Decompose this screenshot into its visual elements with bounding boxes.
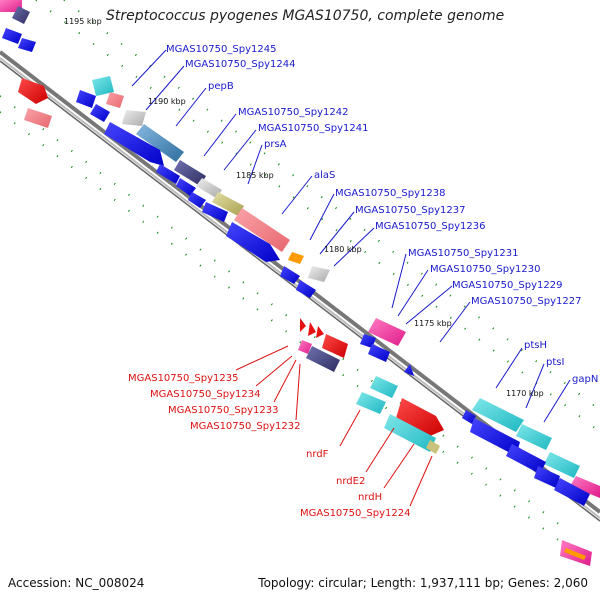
gene-arrow [24, 108, 52, 128]
length-label: Length: [370, 576, 417, 590]
gene-arrow [106, 92, 124, 108]
gene-label: nrdF [306, 449, 329, 460]
gene-label: MGAS10750_Spy1234 [150, 389, 260, 400]
gene-arrow [288, 252, 304, 264]
scale-tick-lines [0, 0, 600, 573]
gene-label: MGAS10750_Spy1227 [471, 296, 581, 307]
gene-label: ptsH [524, 340, 547, 351]
gene-label: MGAS10750_Spy1242 [238, 107, 348, 118]
gene-arrow [234, 208, 290, 252]
gene-arrow [298, 340, 312, 354]
gene-arrow [356, 392, 386, 414]
gene-arrow [322, 334, 348, 358]
gene-arrow [544, 452, 580, 478]
gene-label: MGAS10750_Spy1241 [258, 123, 368, 134]
gene-label: MGAS10750_Spy1232 [190, 421, 300, 432]
gene-arrow [18, 78, 48, 104]
tick-label: 1175 kbp [414, 319, 452, 328]
gene-label: MGAS10750_Spy1224 [300, 508, 410, 519]
gene-label: MGAS10750_Spy1238 [335, 188, 445, 199]
topology-label: Topology: [258, 576, 315, 590]
gene-arrow [426, 440, 440, 454]
forward-cds-row [2, 28, 590, 506]
gene-arrow [196, 178, 222, 198]
gene-arrow [92, 76, 114, 96]
gene-label: nrdH [358, 492, 382, 503]
label-leader-lines [131, 49, 571, 423]
tick-label: 1180 kbp [324, 245, 362, 254]
gene-label: gapN [572, 374, 598, 385]
gene-arrow [396, 398, 444, 436]
gene-arrow [308, 266, 330, 282]
accession-footer: Accession: NC_008024 [8, 576, 144, 590]
gene-label: MGAS10750_Spy1245 [166, 44, 276, 55]
gene-label: MGAS10750_Spy1237 [355, 205, 465, 216]
accession-value: NC_008024 [75, 576, 145, 590]
gene-arrow [472, 398, 524, 432]
gene-label: ptsI [546, 357, 564, 368]
gene-arrow [516, 424, 552, 450]
reverse-strand-genes [18, 78, 592, 566]
length-value: 1,937,111 bp [419, 576, 500, 590]
forward-gene-labels: MGAS10750_Spy1245 MGAS10750_Spy1244 pepB… [166, 44, 598, 385]
gene-label: MGAS10750_Spy1233 [168, 405, 278, 416]
gene-arrow [368, 318, 406, 346]
gene-arrow [306, 346, 340, 372]
gene-label: MGAS10750_Spy1230 [430, 264, 540, 275]
gene-arrow [384, 414, 436, 452]
gene-label: MGAS10750_Spy1231 [408, 248, 518, 259]
tick-label: 1190 kbp [148, 97, 186, 106]
reverse-gene-labels: MGAS10750_Spy1235 MGAS10750_Spy1234 MGAS… [128, 373, 410, 519]
gene-label: prsA [264, 139, 287, 150]
genome-stats-footer: Topology: circular; Length: 1,937,111 bp… [258, 576, 588, 590]
gene-arrow [570, 476, 600, 498]
gene-label: MGAS10750_Spy1244 [185, 59, 295, 70]
gene-label: MGAS10750_Spy1236 [375, 221, 485, 232]
gene-label: pepB [208, 81, 234, 92]
gene-arrow [316, 326, 324, 338]
gene-arrow [300, 318, 306, 332]
gene-arrow [122, 110, 146, 126]
gene-label: alaS [314, 170, 335, 181]
gene-label: MGAS10750_Spy1235 [128, 373, 238, 384]
gene-arrow [370, 376, 398, 398]
genes-label: Genes: [507, 576, 550, 590]
tick-label: 1195 kbp [64, 17, 102, 26]
accession-label: Accession: [8, 576, 72, 590]
forward-strand-genes [0, 0, 600, 498]
gene-label: nrdE2 [336, 476, 365, 487]
gene-arrow [174, 160, 206, 186]
gene-arrow [212, 192, 244, 216]
scale-tick-labels: 1195 kbp 1190 kbp 1185 kbp 1180 kbp 1175… [64, 17, 544, 398]
gene-arrow [12, 6, 30, 24]
genes-value: 2,060 [553, 576, 588, 590]
tick-label: 1185 kbp [236, 171, 274, 180]
gene-arrow [308, 322, 316, 336]
topology-value: circular [318, 576, 363, 590]
gene-arrow [136, 124, 184, 162]
map-title: Streptococcus pyogenes MGAS10750, comple… [106, 8, 505, 24]
gene-label: MGAS10750_Spy1229 [452, 280, 562, 291]
tick-label: 1170 kbp [506, 389, 544, 398]
label-leader-lines-reverse [235, 345, 433, 507]
